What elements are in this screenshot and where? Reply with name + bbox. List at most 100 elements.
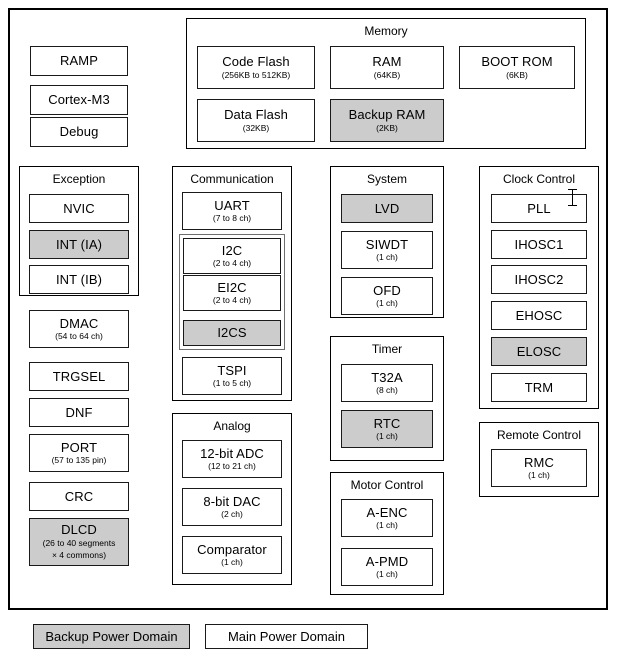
block-backup-ram[interactable]: Backup RAM (2KB) xyxy=(330,99,444,142)
block-label: EI2C xyxy=(217,279,247,295)
block-label: ELOSC xyxy=(516,343,562,359)
block-label: Code Flash xyxy=(222,54,290,70)
text-ibeam-cursor xyxy=(568,189,577,206)
block-label: BOOT ROM xyxy=(481,54,553,70)
block-detail: (64KB) xyxy=(373,69,401,80)
block-detail: (7 to 8 ch) xyxy=(212,213,252,224)
block-elosc[interactable]: ELOSC xyxy=(491,337,587,366)
block-label: OFD xyxy=(373,282,401,298)
block-label: DLCD xyxy=(61,522,97,538)
block-label: T32A xyxy=(371,369,403,385)
block-label: Comparator xyxy=(197,541,267,557)
block-int-ib[interactable]: INT (IB) xyxy=(29,265,129,294)
block-ei2c[interactable]: EI2C (2 to 4 ch) xyxy=(183,275,281,311)
block-label: DNF xyxy=(65,404,93,420)
block-dlcd[interactable]: DLCD (26 to 40 segments × 4 commons) xyxy=(29,518,129,566)
block-label: A-ENC xyxy=(366,504,408,520)
block-detail: (1 ch) xyxy=(376,569,398,580)
block-ihosc2[interactable]: IHOSC2 xyxy=(491,265,587,294)
block-detail: (1 ch) xyxy=(376,520,398,531)
block-label: I2CS xyxy=(217,325,247,341)
block-label: SIWDT xyxy=(365,236,409,252)
group-title-system: System xyxy=(366,172,407,186)
block-rmc[interactable]: RMC (1 ch) xyxy=(491,449,587,487)
block-detail: (54 to 64 ch) xyxy=(55,331,103,342)
block-label: RMC xyxy=(524,454,554,470)
block-cortex-m3[interactable]: Cortex-M3 xyxy=(30,85,128,115)
block-label: 8-bit DAC xyxy=(203,493,261,509)
block-nvic[interactable]: NVIC xyxy=(29,194,129,223)
block-crc[interactable]: CRC xyxy=(29,482,129,511)
block-ofd[interactable]: OFD (1 ch) xyxy=(341,277,433,315)
block-detail: (2 ch) xyxy=(221,509,243,520)
block-uart[interactable]: UART (7 to 8 ch) xyxy=(182,192,282,230)
block-dnf[interactable]: DNF xyxy=(29,398,129,427)
block-ramp[interactable]: RAMP xyxy=(30,46,128,76)
block-dmac[interactable]: DMAC (54 to 64 ch) xyxy=(29,310,129,348)
block-detail: (1 ch) xyxy=(376,431,398,442)
block-port[interactable]: PORT (57 to 135 pin) xyxy=(29,434,129,472)
block-label: CRC xyxy=(64,488,94,504)
block-12bit-adc[interactable]: 12-bit ADC (12 to 21 ch) xyxy=(182,440,282,478)
block-label: Data Flash xyxy=(224,107,288,123)
block-siwdt[interactable]: SIWDT (1 ch) xyxy=(341,231,433,269)
block-lvd[interactable]: LVD xyxy=(341,194,433,223)
block-label: A-PMD xyxy=(365,553,409,569)
legend-label: Main Power Domain xyxy=(227,629,346,644)
block-label: NVIC xyxy=(63,200,95,216)
block-label: I2C xyxy=(221,242,243,258)
group-title-communication: Communication xyxy=(190,172,274,186)
block-detail: (32KB) xyxy=(242,122,270,133)
block-detail: (1 ch) xyxy=(376,298,398,309)
block-detail: (12 to 21 ch) xyxy=(208,461,256,472)
block-trm[interactable]: TRM xyxy=(491,373,587,402)
block-ram[interactable]: RAM (64KB) xyxy=(330,46,444,89)
block-label: PORT xyxy=(60,439,98,455)
block-detail: (2 to 4 ch) xyxy=(212,258,252,269)
block-detail-line2: × 4 commons) xyxy=(51,549,107,560)
block-detail: (256KB to 512KB) xyxy=(221,69,291,80)
group-title-timer: Timer xyxy=(371,342,403,356)
block-trgsel[interactable]: TRGSEL xyxy=(29,362,129,391)
block-label: TRGSEL xyxy=(52,368,106,384)
block-int-ia[interactable]: INT (IA) xyxy=(29,230,129,259)
block-label: LVD xyxy=(374,200,400,216)
legend-label: Backup Power Domain xyxy=(45,629,178,644)
block-detail: (2KB) xyxy=(376,122,398,133)
block-detail: (1 ch) xyxy=(221,557,243,568)
block-label: IHOSC2 xyxy=(514,271,564,287)
block-a-enc[interactable]: A-ENC (1 ch) xyxy=(341,499,433,537)
block-detail: (6KB) xyxy=(506,69,528,80)
block-ihosc1[interactable]: IHOSC1 xyxy=(491,230,587,259)
legend-main-power-domain: Main Power Domain xyxy=(205,624,368,649)
block-rtc[interactable]: RTC (1 ch) xyxy=(341,410,433,448)
block-code-flash[interactable]: Code Flash (256KB to 512KB) xyxy=(197,46,315,89)
block-label: Cortex-M3 xyxy=(48,92,110,108)
block-t32a[interactable]: T32A (8 ch) xyxy=(341,364,433,402)
block-detail: (57 to 135 pin) xyxy=(51,455,107,466)
block-tspi[interactable]: TSPI (1 to 5 ch) xyxy=(182,357,282,395)
block-8bit-dac[interactable]: 8-bit DAC (2 ch) xyxy=(182,488,282,526)
block-detail: (1 to 5 ch) xyxy=(212,378,252,389)
block-i2c[interactable]: I2C (2 to 4 ch) xyxy=(183,238,281,274)
block-label: UART xyxy=(214,197,250,213)
group-title-analog: Analog xyxy=(213,419,251,433)
block-label: DMAC xyxy=(59,315,99,331)
block-ehosc[interactable]: EHOSC xyxy=(491,301,587,330)
block-data-flash[interactable]: Data Flash (32KB) xyxy=(197,99,315,142)
block-label: EHOSC xyxy=(515,307,563,323)
block-label: INT (IB) xyxy=(55,271,103,287)
block-label: IHOSC1 xyxy=(514,236,564,252)
block-comparator[interactable]: Comparator (1 ch) xyxy=(182,536,282,574)
ibeam-stem xyxy=(572,189,574,206)
block-label: Debug xyxy=(59,124,99,140)
block-debug[interactable]: Debug xyxy=(30,117,128,147)
block-label: RAMP xyxy=(60,53,98,69)
block-pll[interactable]: PLL xyxy=(491,194,587,223)
block-i2cs[interactable]: I2CS xyxy=(183,320,281,346)
block-boot-rom[interactable]: BOOT ROM (6KB) xyxy=(459,46,575,89)
block-detail: (1 ch) xyxy=(376,252,398,263)
group-title-clock-control: Clock Control xyxy=(502,172,576,186)
block-a-pmd[interactable]: A-PMD (1 ch) xyxy=(341,548,433,586)
